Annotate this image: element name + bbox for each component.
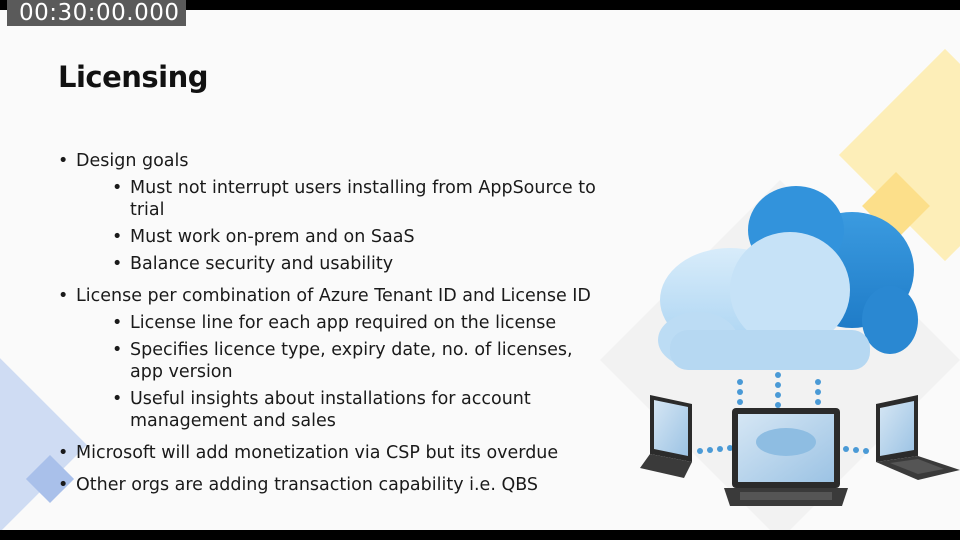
cloud-icon [658,186,918,370]
sub-bullet: Must not interrupt users installing from… [94,177,598,221]
sub-bullet: Useful insights about installations for … [94,388,598,432]
sub-bullets: Must not interrupt users installing from… [76,177,598,275]
sub-bullets: License line for each app required on th… [76,312,598,432]
sub-bullet: Balance security and usability [94,253,598,275]
laptop-icon [876,395,960,480]
bullet-other-orgs: Other orgs are adding transaction capabi… [58,474,598,496]
laptop-icon [640,395,692,478]
bullet-license-per-combination: License per combination of Azure Tenant … [58,285,598,432]
sub-bullet: Must work on-prem and on SaaS [94,226,598,248]
video-timecode: 00:30:00.000 [7,0,186,26]
slide-title: Licensing [58,60,209,94]
bullet-text: Microsoft will add monetization via CSP … [76,443,559,463]
bullet-text: Other orgs are adding transaction capabi… [76,475,539,495]
sub-bullet: Specifies licence type, expiry date, no.… [94,339,598,383]
sub-bullet: License line for each app required on th… [94,312,598,334]
bullet-design-goals: Design goals Must not interrupt users in… [58,150,598,275]
bullet-microsoft-monetization: Microsoft will add monetization via CSP … [58,442,598,464]
bullet-text: Design goals [76,151,189,171]
slide: Licensing Design goals Must not interrup… [0,10,960,530]
cloud-computing-illustration [600,180,960,530]
laptop-icon [724,408,848,506]
bullet-list: Design goals Must not interrupt users in… [58,150,598,506]
bullet-text: License per combination of Azure Tenant … [76,286,591,306]
